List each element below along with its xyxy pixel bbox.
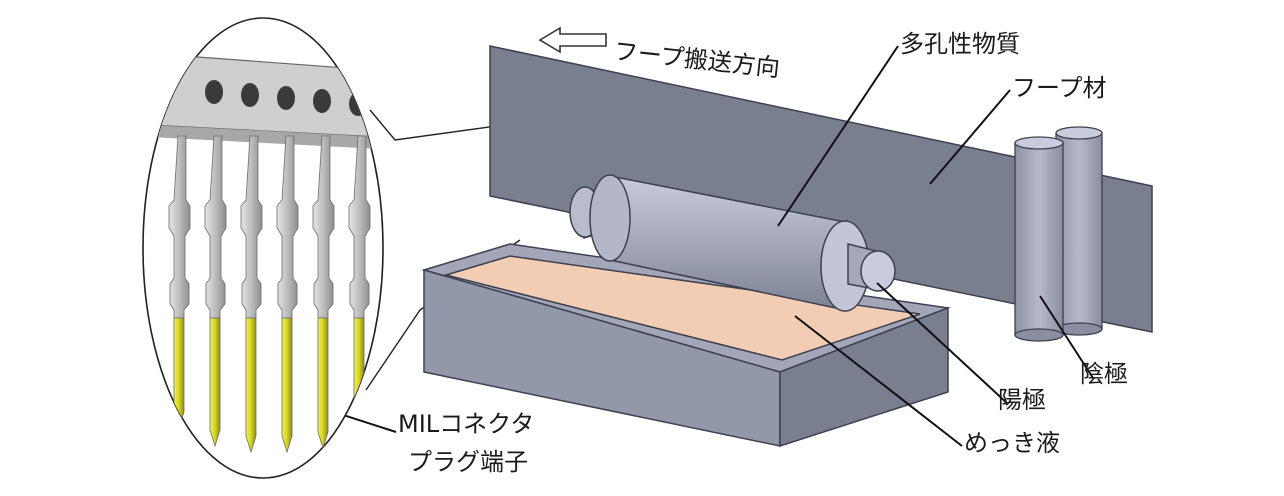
porous-material-label: 多孔性物質: [900, 30, 1020, 58]
plating-tank: [421, 243, 951, 448]
plating-solution-surface: [443, 255, 921, 361]
leader-cathode: [1039, 295, 1094, 379]
anode-label: 陽極: [998, 386, 1046, 414]
terminal-label-line2: プラグ端子: [408, 448, 528, 476]
leader-anode: [876, 282, 1009, 405]
anode-roller: [569, 174, 896, 312]
terminal-zoom-oval: [142, 17, 384, 479]
cathode-label: 陰極: [1080, 360, 1128, 388]
direction-arrow-icon: [538, 26, 607, 54]
hoop-material-label: フープ材: [1012, 74, 1107, 102]
plating-solution-label: めっき液: [964, 429, 1060, 457]
leader-porous-material: [777, 45, 899, 227]
leader-plating-solution: [794, 315, 963, 447]
cathode-cylinders: [1014, 126, 1103, 342]
terminal-label-line1: MILコネクタ: [398, 410, 535, 438]
hoop-strip: [489, 45, 1153, 333]
leader-hoop-material: [929, 89, 1011, 185]
